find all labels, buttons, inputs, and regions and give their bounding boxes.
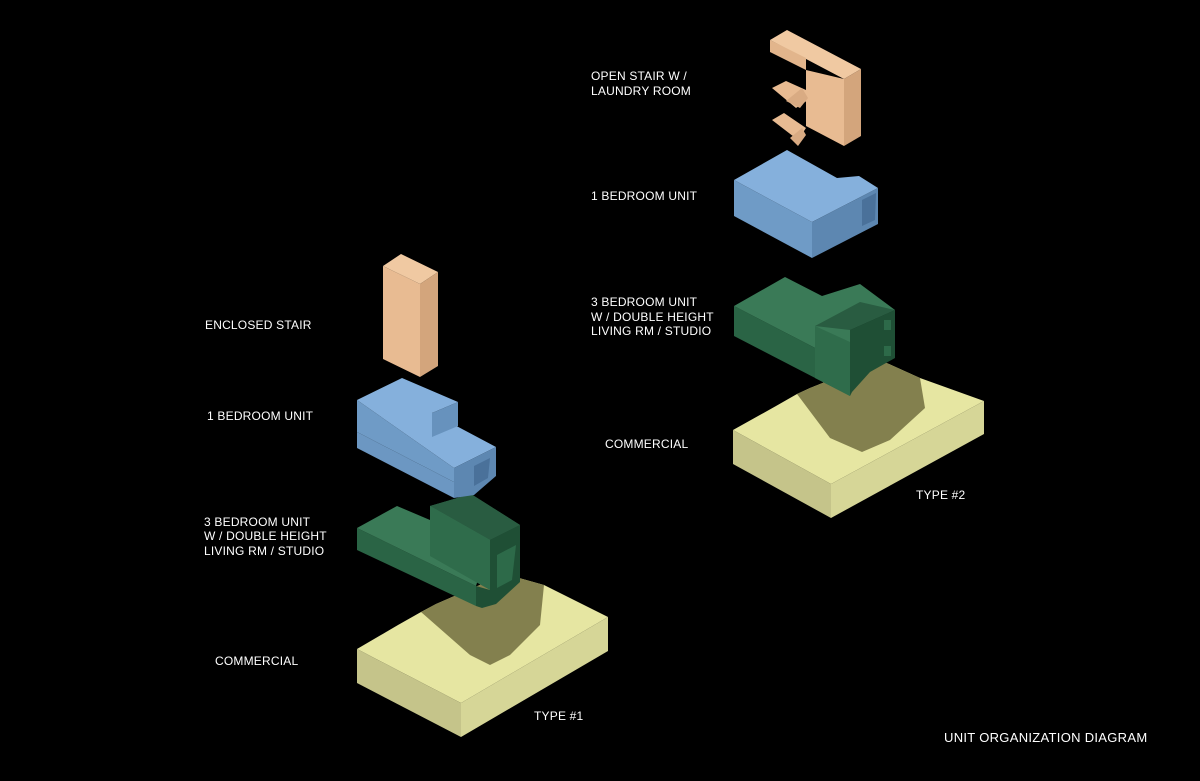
type1-three-bedroom-label-line2: W / DOUBLE HEIGHT (204, 529, 327, 543)
one-bedroom-step-face (432, 402, 458, 437)
three-bedroom-left-face (357, 528, 476, 606)
type1-three-bedroom-label-line3: LIVING RM / STUDIO (204, 544, 325, 558)
three-bedroom-right-face-2 (850, 310, 895, 396)
commercial-left-face-2 (733, 430, 831, 518)
diagram-title: UNIT ORGANIZATION DIAGRAM (944, 730, 1148, 745)
three-bedroom-window-2 (884, 346, 891, 356)
type2-three-bedroom-block (734, 277, 895, 396)
stair-left-face (383, 266, 420, 377)
one-bedroom-left-face-2 (357, 432, 454, 498)
type1-commercial-label: COMMERCIAL (215, 654, 299, 668)
stair-right-face (420, 272, 438, 377)
three-bedroom-tower-top (430, 494, 520, 540)
one-bedroom-right-face-2 (812, 188, 878, 258)
type1-three-bedroom-block (357, 494, 520, 608)
type2-three-bedroom-label-line2: W / DOUBLE HEIGHT (591, 310, 714, 324)
type2-stair-label-line1: OPEN STAIR W / (591, 69, 687, 83)
type2-one-bedroom-block (734, 150, 878, 258)
type2-three-bedroom-label-line3: LIVING RM / STUDIO (591, 324, 712, 338)
three-bedroom-top-face-2 (734, 277, 895, 366)
type2-caption: TYPE #2 (916, 488, 966, 502)
type2-commercial-label: COMMERCIAL (605, 437, 689, 451)
open-stair-landing-top (770, 40, 806, 70)
three-bedroom-tower-face (430, 506, 490, 590)
open-stair-top-face (770, 30, 861, 79)
one-bedroom-window (474, 458, 490, 486)
commercial-right-face (461, 617, 608, 737)
type1-stair-label: ENCLOSED STAIR (205, 318, 312, 332)
one-bedroom-window-2 (862, 193, 876, 226)
three-bedroom-tower-face-2 (815, 326, 850, 396)
one-bedroom-left-face (357, 400, 454, 482)
type1-one-bedroom-block (357, 378, 496, 498)
stair-top-face (383, 254, 438, 284)
commercial-left-face (357, 649, 461, 737)
three-bedroom-window-1 (884, 320, 891, 330)
three-bedroom-notch (497, 545, 516, 588)
type2-one-bedroom-label: 1 BEDROOM UNIT (591, 189, 698, 203)
open-stair-side-face (844, 69, 861, 146)
open-stair-flight-2 (786, 88, 808, 108)
type1-enclosed-stair-block (383, 254, 438, 377)
type1-caption: TYPE #1 (534, 709, 584, 723)
type1-three-bedroom-label-line1: 3 BEDROOM UNIT (204, 515, 311, 529)
commercial-shadow (421, 574, 544, 665)
commercial-right-face-2 (831, 401, 984, 518)
one-bedroom-top-face-2 (734, 150, 878, 222)
type2-three-bedroom-label-line1: 3 BEDROOM UNIT (591, 295, 698, 309)
three-bedroom-tower-top-2 (815, 302, 895, 330)
type1-commercial-block (357, 574, 608, 737)
open-stair-front-face (806, 70, 844, 146)
one-bedroom-left-face-2b (734, 180, 812, 258)
one-bedroom-top-face (357, 378, 496, 468)
type2-open-stair-block (770, 30, 861, 146)
type1-one-bedroom-label: 1 BEDROOM UNIT (207, 409, 314, 423)
type2-stair-label-line2: LAUNDRY ROOM (591, 84, 691, 98)
open-stair-flight-4 (790, 128, 806, 146)
type2-commercial-block (733, 360, 984, 518)
